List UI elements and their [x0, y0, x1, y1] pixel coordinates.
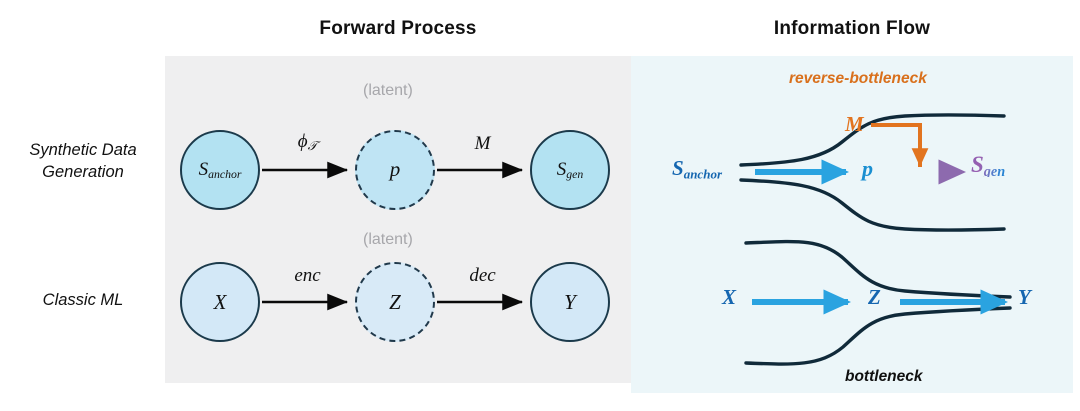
node-s-anchor[interactable]: Sanchor: [180, 130, 260, 210]
edge-label-enc: enc: [294, 265, 321, 286]
flow-label-y: Y: [1018, 285, 1031, 309]
reverse-bottleneck-annotation: reverse-bottleneck: [789, 70, 927, 87]
forward-process-title: Forward Process: [319, 18, 477, 39]
node-p-label: p: [389, 156, 401, 181]
node-s-gen[interactable]: Sgen: [530, 130, 610, 210]
reverse-bottleneck-lower-curve: [739, 178, 1006, 232]
latent-caption-top: (latent): [363, 82, 413, 99]
reverse-bottleneck-upper-curve: [739, 113, 1006, 167]
node-y[interactable]: Y: [530, 262, 610, 342]
node-x[interactable]: X: [180, 262, 260, 342]
flow-label-s-gen: Sgen: [971, 152, 1006, 180]
information-flow-title: Information Flow: [773, 18, 931, 39]
row-label-synthetic-data-generation: Synthetic Data Generation: [29, 141, 137, 181]
latent-caption-bottom: (latent): [363, 231, 413, 248]
node-p[interactable]: p: [355, 130, 435, 210]
flow-label-x: X: [722, 285, 737, 309]
flow-label-p: p: [862, 156, 873, 181]
flow-label-m: M: [845, 112, 864, 136]
bottleneck-upper-curve: [744, 239, 1012, 299]
flow-label-z: Z: [868, 285, 881, 309]
node-z[interactable]: Z: [355, 262, 435, 342]
row-label-classic-ml: Classic ML: [42, 291, 124, 309]
node-y-label: Y: [564, 289, 576, 314]
bottleneck-annotation: bottleneck: [845, 368, 923, 385]
bottleneck-lower-curve: [744, 306, 1012, 366]
edge-label-m: M: [474, 133, 491, 154]
node-s-anchor-label: Sanchor: [198, 158, 242, 181]
node-x-label: X: [213, 289, 227, 314]
m-injection-elbow: [871, 123, 929, 167]
node-s-gen-label: Sgen: [556, 158, 584, 181]
flow-label-s-anchor: Sanchor: [672, 156, 723, 182]
node-z-label: Z: [389, 289, 401, 314]
edge-label-phi: ϕ𝒯: [297, 131, 318, 154]
edge-label-dec: dec: [469, 265, 496, 286]
